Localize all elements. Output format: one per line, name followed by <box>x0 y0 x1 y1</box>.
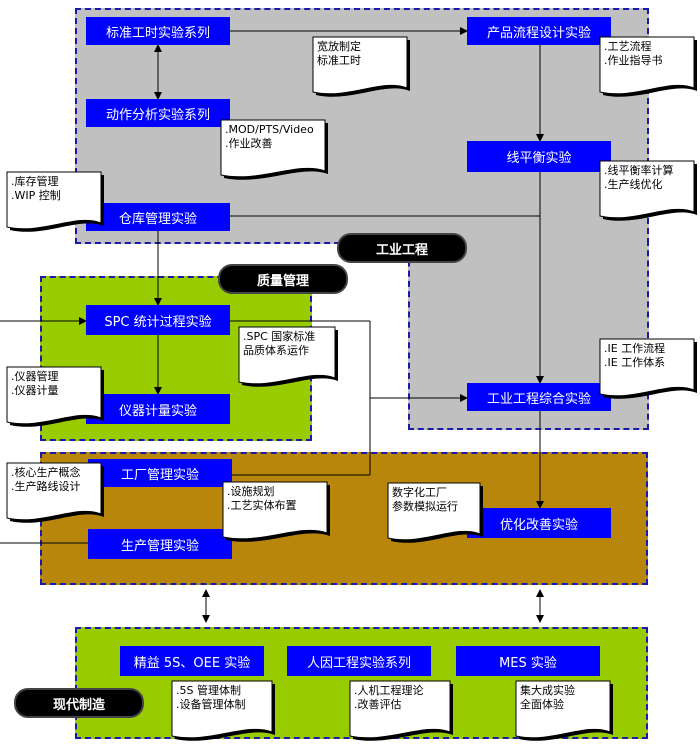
note-shape-n_std <box>312 36 410 97</box>
box-warehouse[interactable]: 仓库管理实验 <box>86 203 230 231</box>
note-n_inst: .仪器管理.仪器计量 <box>7 368 101 400</box>
box-product-flow[interactable]: 产品流程设计实验 <box>467 17 611 45</box>
note-n_fac: .核心生产概念.生产路线设计 <box>7 464 101 496</box>
box-production[interactable]: 生产管理实验 <box>88 529 232 559</box>
note-line: .生产线优化 <box>604 178 663 191</box>
note-line: 宽放制定 <box>317 40 361 53</box>
note-line: .IE 工作流程 <box>604 342 666 355</box>
mm-region-label: 现代制造 <box>14 688 144 718</box>
note-line: .改善评估 <box>354 698 402 711</box>
note-line: 参数模拟运行 <box>392 500 458 513</box>
note-line: .核心生产概念 <box>11 466 81 479</box>
box-ie-comp[interactable]: 工业工程综合实验 <box>467 383 611 411</box>
note-shape-n_mod <box>220 119 328 180</box>
note-shape-n_prod <box>222 481 330 542</box>
note-line: .线平衡率计算 <box>604 164 674 177</box>
box-optimize[interactable]: 优化改善实验 <box>467 508 611 538</box>
note-n_ergo: .人机工程理论.改善评估 <box>350 682 450 714</box>
box-instrument[interactable]: 仪器计量实验 <box>86 394 230 424</box>
box-lean[interactable]: 精益 5S、OEE 实验 <box>120 646 264 676</box>
note-shape-n_inst <box>6 366 104 427</box>
note-shape-n_opt <box>387 482 483 543</box>
box-line-balance[interactable]: 线平衡实验 <box>467 141 611 172</box>
note-line: 集大成实验 <box>520 684 575 697</box>
note-line: .仪器管理 <box>11 370 59 383</box>
box-spc[interactable]: SPC 统计过程实验 <box>86 305 230 335</box>
box-ergo[interactable]: 人因工程实验系列 <box>287 646 431 676</box>
ie-region-label: 工业工程 <box>337 233 467 263</box>
box-mes[interactable]: MES 实验 <box>456 646 600 676</box>
note-line: 品质体系运作 <box>243 344 309 357</box>
note-shape-n_flow <box>599 36 697 97</box>
note-line: .人机工程理论 <box>354 684 424 697</box>
note-n_wh: .库存管理.WIP 控制 <box>7 173 101 205</box>
note-n_opt: 数字化工厂参数模拟运行 <box>388 484 480 516</box>
note-line: .MOD/PTS/Video <box>225 123 314 136</box>
note-n_std: 宽放制定标准工时 <box>313 38 407 70</box>
note-n_mod: .MOD/PTS/Video.作业改善 <box>221 121 325 153</box>
box-factory[interactable]: 工厂管理实验 <box>88 459 232 487</box>
note-line: .生产路线设计 <box>11 480 81 493</box>
note-line: .WIP 控制 <box>11 189 61 202</box>
note-shape-n_wh <box>6 171 104 232</box>
note-n_lb: .线平衡率计算.生产线优化 <box>600 162 694 194</box>
note-line: 标准工时 <box>317 54 361 67</box>
note-n_flow: .工艺流程.作业指导书 <box>600 38 694 70</box>
note-shape-n_mes <box>515 680 613 741</box>
note-n_ie: .IE 工作流程.IE 工作体系 <box>600 340 694 372</box>
qm-region-label: 质量管理 <box>218 264 348 294</box>
note-shape-n_ie <box>599 338 697 399</box>
note-line: .工艺流程 <box>604 40 652 53</box>
note-line: .设施规划 <box>227 485 275 498</box>
note-line: .IE 工作体系 <box>604 356 666 369</box>
note-shape-n_lb <box>599 160 697 221</box>
note-n_lean: .5S 管理体制.设备管理体制 <box>172 682 272 714</box>
note-shape-n_spc <box>238 326 338 387</box>
note-shape-n_ergo <box>349 680 453 741</box>
note-line: .工艺实体布置 <box>227 499 297 512</box>
box-motion[interactable]: 动作分析实验系列 <box>86 99 230 127</box>
note-shape-n_fac <box>6 462 104 523</box>
note-line: .作业指导书 <box>604 54 663 67</box>
note-line: .5S 管理体制 <box>176 684 241 697</box>
note-shape-n_lean <box>171 680 275 741</box>
note-n_prod: .设施规划.工艺实体布置 <box>223 483 327 515</box>
note-n_mes: 集大成实验全面体验 <box>516 682 610 714</box>
note-line: .设备管理体制 <box>176 698 246 711</box>
note-line: .SPC 国家标准 <box>243 330 316 343</box>
note-line: .库存管理 <box>11 175 59 188</box>
box-std-time[interactable]: 标准工时实验系列 <box>86 17 230 45</box>
note-n_spc: .SPC 国家标准品质体系运作 <box>239 328 335 360</box>
note-line: .作业改善 <box>225 137 273 150</box>
note-line: .仪器计量 <box>11 384 59 397</box>
note-line: 全面体验 <box>520 698 564 711</box>
note-line: 数字化工厂 <box>392 486 447 499</box>
